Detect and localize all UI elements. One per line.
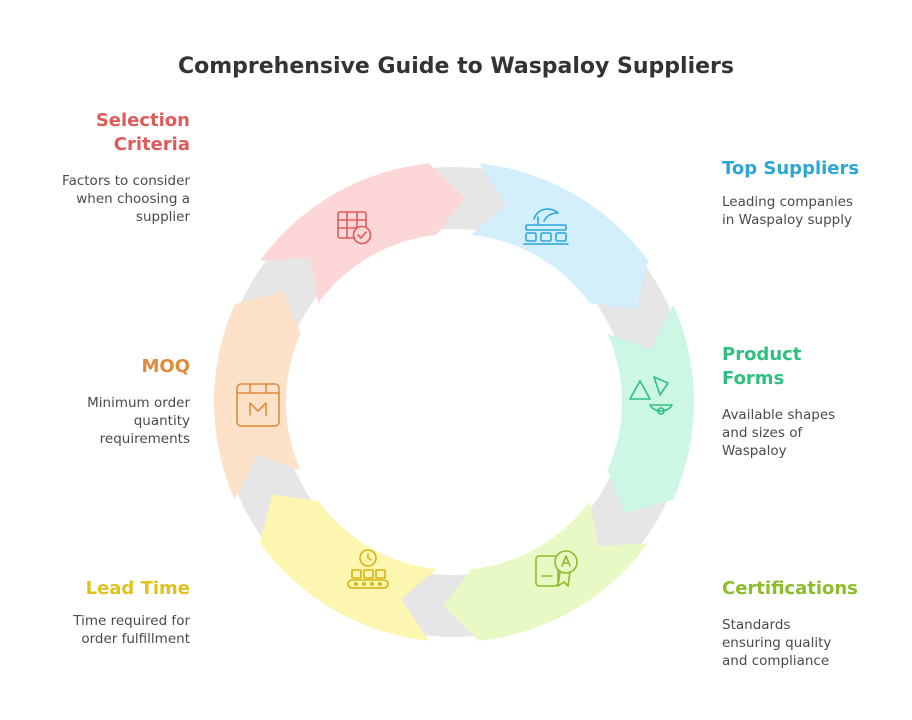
stage-desc-product-forms: Available shapes and sizes of Waspaloy [722, 406, 835, 460]
stage-desc-selection-criteria: Factors to consider when choosing a supp… [62, 172, 190, 226]
stage-segment-lead-time [259, 494, 437, 641]
stage-segment-moq [213, 290, 301, 500]
stage-label-top-suppliers: Top Suppliers [722, 157, 859, 181]
stage-label-product-forms: Product Forms [722, 343, 801, 391]
stage-label-line: MOQ [141, 356, 190, 377]
stage-desc-line: supplier [135, 209, 190, 225]
stage-label-line: Lead Time [85, 578, 190, 599]
stage-label-selection-criteria: Selection Criteria [96, 109, 190, 157]
stage-label-line: Criteria [113, 134, 190, 155]
stage-desc-top-suppliers: Leading companies in Waspaloy supply [722, 193, 853, 229]
clock-conveyor-icon [347, 549, 389, 589]
stage-label-line: Selection [95, 110, 190, 131]
stage-desc-line: requirements [99, 431, 190, 447]
stage-segment-top-suppliers [471, 163, 649, 310]
stage-desc-lead-time: Time required for order fulfillment [73, 612, 190, 648]
stage-desc-line: ensuring quality [722, 635, 832, 651]
stage-desc-line: when choosing a [76, 191, 190, 207]
stage-label-line: Certifications [722, 578, 858, 599]
stage-segment-product-forms [607, 304, 695, 514]
box-m-icon [236, 383, 280, 427]
shapes-icon [629, 376, 673, 415]
stage-label-certifications: Certifications [722, 577, 858, 601]
stage-icons [236, 208, 673, 589]
stage-desc-line: Leading companies [722, 194, 853, 210]
stage-segment-certifications [443, 500, 649, 641]
certificate-icon [535, 550, 578, 587]
stage-label-lead-time: Lead Time [86, 577, 190, 601]
stage-label-line: Product [722, 344, 802, 365]
stage-desc-line: Time required for [73, 613, 190, 629]
stage-desc-line: and sizes of [722, 425, 803, 441]
stage-desc-line: Factors to consider [62, 173, 190, 189]
stage-desc-line: Waspaloy [722, 443, 787, 459]
page-title: Comprehensive Guide to Waspaloy Supplier… [177, 54, 734, 79]
factory-icon [523, 208, 569, 245]
stage-label-line: Forms [722, 368, 785, 389]
stage-segments [213, 163, 695, 641]
stage-desc-line: and compliance [722, 653, 830, 669]
stage-desc-moq: Minimum order quantity requirements [87, 394, 190, 448]
table-check-icon [337, 211, 372, 245]
stage-desc-line: in Waspaloy supply [722, 212, 852, 228]
stage-label-line: Top Suppliers [722, 158, 860, 179]
stage-desc-line: quantity [133, 413, 190, 429]
stage-desc-line: Minimum order [87, 395, 190, 411]
stage-desc-line: order fulfillment [81, 631, 190, 647]
stage-desc-line: Available shapes [722, 407, 836, 423]
stage-label-moq: MOQ [141, 355, 190, 379]
stage-desc-line: Standards [722, 617, 791, 633]
stage-desc-certifications: Standards ensuring quality and complianc… [722, 616, 831, 670]
